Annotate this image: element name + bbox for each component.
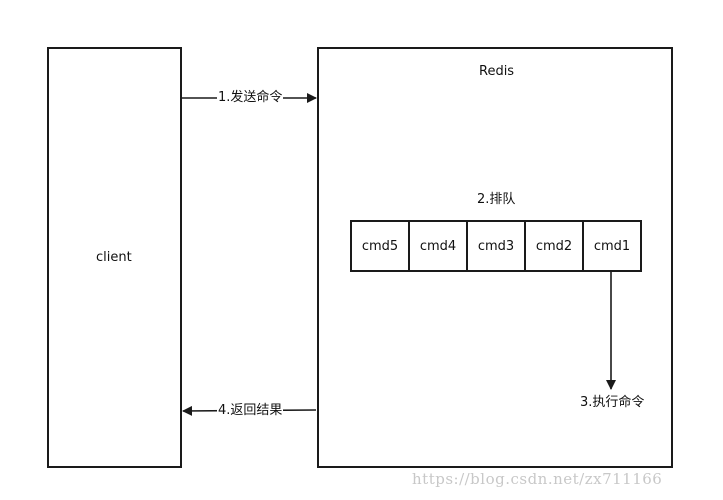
watermark: https://blog.csdn.net/zx711166 (412, 470, 663, 488)
execute-label: 3.执行命令 (580, 395, 645, 411)
queue-cell-cmd5: cmd5 (350, 220, 410, 272)
queue-cell-cmd2: cmd2 (524, 220, 584, 272)
queue-label: 2.排队 (477, 192, 516, 208)
send-label: 1.发送命令 (217, 90, 284, 106)
redis-label: Redis (479, 64, 515, 80)
queue-cell-cmd3: cmd3 (466, 220, 526, 272)
return-label: 4.返回结果 (217, 403, 284, 419)
queue-cell-cmd1: cmd1 (582, 220, 642, 272)
client-label: client (96, 250, 132, 266)
queue-cell-cmd4: cmd4 (408, 220, 468, 272)
